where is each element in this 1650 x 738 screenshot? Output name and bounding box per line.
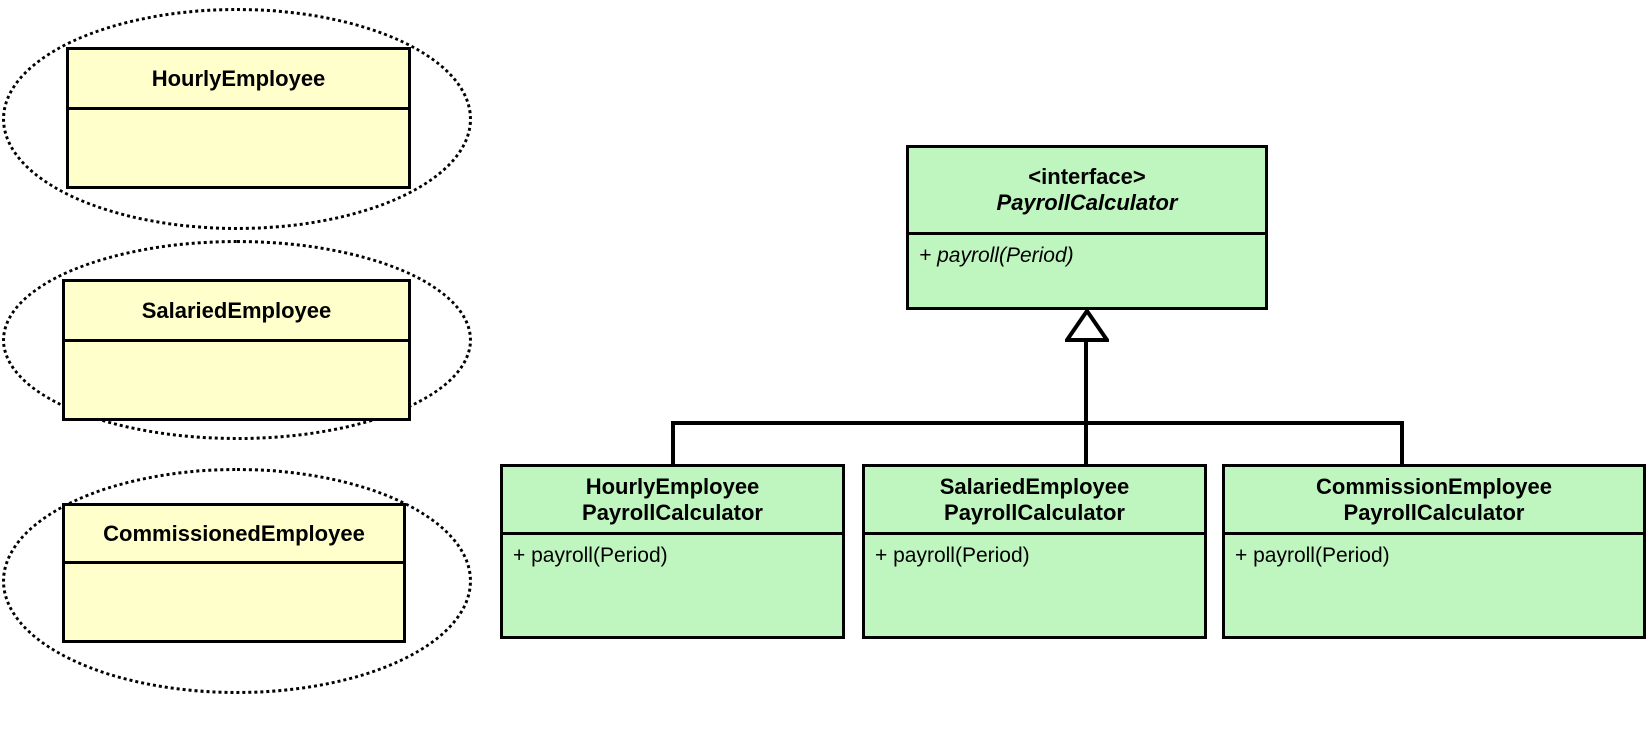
class-name: HourlyEmployee (151, 65, 326, 91)
class-member: + payroll(Period) (875, 544, 1030, 567)
interface-name: PayrollCalculator (996, 190, 1178, 215)
class-name-line1: HourlyEmployee (585, 473, 760, 499)
class-name-line1: SalariedEmployee (939, 473, 1130, 499)
class-name-compartment: HourlyEmployee PayrollCalculator (503, 467, 842, 535)
interface-member: + payroll(Period) (919, 244, 1074, 267)
interface-name-compartment: <interface> PayrollCalculator (909, 148, 1265, 235)
interface-box-payroll-calculator[interactable]: <interface> PayrollCalculator + payroll(… (906, 145, 1268, 310)
class-box-hourly-employee-payroll-calculator[interactable]: HourlyEmployee PayrollCalculator + payro… (500, 464, 845, 639)
ellipse-salaried-employee (2, 240, 472, 440)
generalization-stem-line (1084, 338, 1088, 424)
generalization-drop-line-commission (1400, 421, 1404, 466)
class-name-line2: PayrollCalculator (1343, 499, 1525, 525)
generalization-arrowhead-icon (1063, 307, 1111, 348)
class-members-compartment (65, 342, 408, 418)
class-name: SalariedEmployee (141, 297, 332, 323)
class-box-salaried-employee-payroll-calculator[interactable]: SalariedEmployee PayrollCalculator + pay… (862, 464, 1207, 639)
class-name-compartment: CommissionedEmployee (65, 506, 403, 564)
interface-stereotype: <interface> (1028, 164, 1146, 190)
class-members-compartment: + payroll(Period) (1225, 535, 1643, 636)
class-box-commissioned-employee[interactable]: CommissionedEmployee (62, 503, 406, 643)
class-members-compartment: + payroll(Period) (865, 535, 1204, 636)
ellipse-commissioned-employee (2, 468, 472, 694)
class-box-salaried-employee[interactable]: SalariedEmployee (62, 279, 411, 421)
class-members-compartment (65, 564, 403, 640)
class-members-compartment: + payroll(Period) (503, 535, 842, 636)
class-member: + payroll(Period) (513, 544, 668, 567)
generalization-bus-line (671, 421, 1404, 425)
generalization-drop-line-hourly (671, 421, 675, 466)
class-name-compartment: CommissionEmployee PayrollCalculator (1225, 467, 1643, 535)
class-name-compartment: SalariedEmployee PayrollCalculator (865, 467, 1204, 535)
generalization-drop-line-salaried (1084, 421, 1088, 466)
ellipse-hourly-employee (2, 8, 472, 230)
class-name-compartment: HourlyEmployee (69, 50, 408, 110)
interface-members-compartment: + payroll(Period) (909, 235, 1265, 307)
class-name-line2: PayrollCalculator (944, 499, 1125, 525)
class-name: CommissionedEmployee (103, 520, 365, 546)
class-box-commission-employee-payroll-calculator[interactable]: CommissionEmployee PayrollCalculator + p… (1222, 464, 1646, 639)
class-member: + payroll(Period) (1235, 544, 1390, 567)
class-name-line1: CommissionEmployee (1316, 473, 1552, 499)
class-name-line2: PayrollCalculator (582, 499, 763, 525)
class-members-compartment (69, 110, 408, 186)
class-box-hourly-employee[interactable]: HourlyEmployee (66, 47, 411, 189)
class-name-compartment: SalariedEmployee (65, 282, 408, 342)
